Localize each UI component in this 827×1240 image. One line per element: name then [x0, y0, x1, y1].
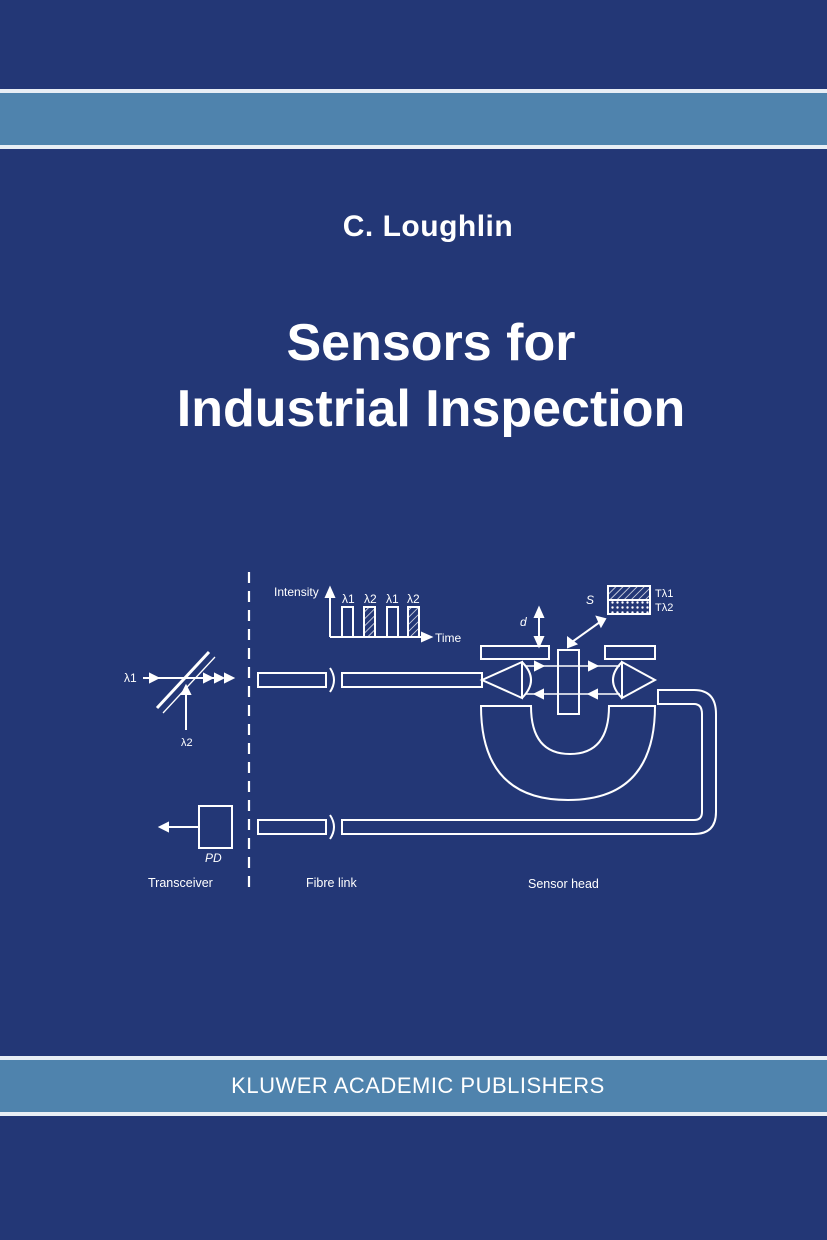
top-band: [0, 89, 827, 149]
d-arrow-down: [533, 636, 545, 649]
input-beam-arrow: [149, 672, 161, 684]
lambda1-input-label: λ1: [124, 671, 137, 685]
swatch-t-lambda1: [607, 585, 651, 601]
upper-beam-arrow-2: [588, 660, 600, 672]
beam-arrow-1: [203, 672, 215, 684]
book-title: Sensors for Industrial Inspection: [0, 310, 827, 442]
pulse-2: [363, 606, 376, 638]
pulse-1: [341, 606, 354, 638]
section-transceiver-label: Transceiver: [148, 876, 213, 890]
left-lens: [521, 661, 532, 699]
fibre-break-out: [329, 667, 335, 693]
author-name: C. Loughlin: [342, 210, 514, 243]
pulse-label-2: λ2: [364, 592, 377, 606]
right-block: [604, 645, 656, 660]
u-mount: [479, 705, 657, 802]
bottom-band: [0, 1056, 827, 1116]
pd-label: PD: [205, 851, 222, 865]
beam-arrow-2: [214, 672, 226, 684]
photodiode-box: [198, 805, 233, 849]
s-arrow-line: [571, 621, 601, 643]
intensity-label: Intensity: [274, 585, 319, 599]
time-arrow: [421, 631, 434, 643]
s-label: S: [586, 593, 594, 607]
title-line-2: Industrial Inspection: [176, 380, 686, 438]
pulse-3: [386, 606, 399, 638]
pulse-4: [407, 606, 420, 638]
section-fibre-link-label: Fibre link: [306, 876, 357, 890]
beamsplitter-mirror-back: [162, 656, 216, 714]
right-lens: [612, 661, 623, 699]
pulse-label-1: λ1: [342, 592, 355, 606]
t-lambda1-label: Tλ1: [655, 588, 673, 600]
lambda2-input-label: λ2: [181, 737, 193, 749]
publisher-name: KLUWER ACADEMIC PUBLISHERS: [231, 1073, 605, 1098]
fibre-out: [341, 672, 483, 688]
lower-beam-arrow-2: [586, 688, 598, 700]
swatch-t-lambda2: [607, 599, 651, 615]
lower-beam-arrow-1: [532, 688, 544, 700]
time-label: Time: [435, 631, 462, 645]
beamsplitter-mirror: [155, 650, 211, 710]
pulse-label-4: λ2: [407, 592, 420, 606]
right-prism: [621, 660, 658, 700]
fibre-connector-return: [257, 819, 327, 835]
left-block: [480, 645, 550, 660]
d-arrow-up: [533, 605, 545, 618]
fibre-connector-out: [257, 672, 327, 688]
intensity-y-arrow: [324, 585, 336, 598]
fibre-return-loop: [341, 689, 717, 835]
s-arrow-head-1: [567, 636, 579, 649]
fibre-break-return: [329, 814, 335, 840]
pulse-label-3: λ1: [386, 592, 399, 606]
lambda2-arrow: [180, 683, 192, 695]
t-lambda2-label: Tλ2: [655, 602, 673, 614]
sample-slide: [557, 649, 580, 715]
s-arrow-head-2: [595, 615, 607, 629]
pd-output-arrow: [157, 821, 169, 833]
upper-beam-arrow-1: [534, 660, 546, 672]
left-prism: [479, 660, 523, 700]
title-line-1: Sensors for: [286, 314, 576, 372]
section-sensor-head-label: Sensor head: [528, 877, 599, 891]
d-label: d: [520, 615, 527, 629]
beam-arrow-3: [224, 672, 236, 684]
